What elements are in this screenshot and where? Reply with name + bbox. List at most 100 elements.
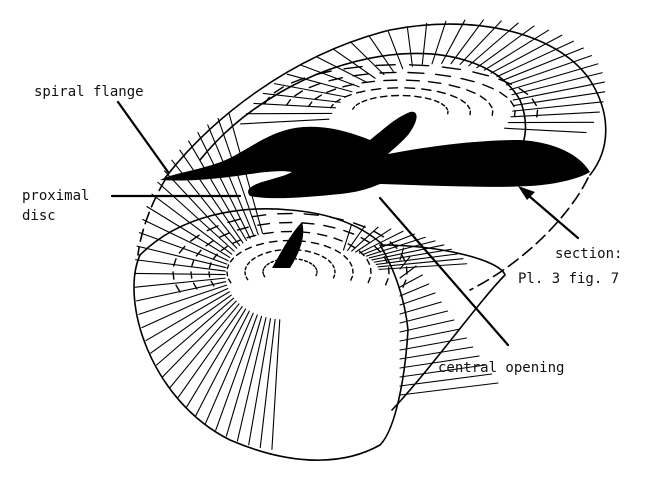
upper-ray bbox=[432, 21, 446, 64]
lower-tick bbox=[173, 272, 174, 279]
lower-tick bbox=[275, 250, 280, 251]
upper-ray bbox=[491, 35, 562, 73]
lower-tick bbox=[229, 279, 231, 283]
upper-tick bbox=[345, 95, 352, 98]
lower-ray bbox=[196, 311, 250, 416]
label-proximal-disc-2: disc bbox=[22, 208, 56, 224]
upper-tick bbox=[435, 101, 439, 103]
lower-ray bbox=[170, 304, 239, 388]
upper-ray bbox=[254, 103, 336, 107]
upper-ray bbox=[241, 119, 329, 124]
upper-tick bbox=[511, 101, 514, 106]
lower-ray bbox=[156, 298, 233, 365]
lower-ray bbox=[187, 309, 246, 407]
upper-tick bbox=[473, 72, 489, 76]
lower-tick bbox=[269, 241, 276, 242]
lower-tick bbox=[220, 233, 229, 237]
lower-tick bbox=[312, 242, 319, 244]
lower-ray bbox=[208, 125, 254, 236]
upper-tick bbox=[370, 98, 376, 99]
label-proximal-disc-1: proximal bbox=[22, 188, 89, 204]
lower-tick bbox=[245, 267, 246, 270]
lower-tick bbox=[368, 278, 370, 283]
lower-ray bbox=[146, 292, 229, 341]
upper-tick bbox=[483, 84, 493, 88]
upper-tick bbox=[449, 85, 459, 88]
upper-tick bbox=[353, 107, 355, 109]
lower-tick bbox=[247, 262, 249, 265]
upper-tick bbox=[429, 82, 441, 84]
upper-radial-lines bbox=[241, 20, 605, 133]
upper-tick bbox=[287, 100, 291, 105]
lower-tick bbox=[271, 261, 273, 262]
lower-tick bbox=[309, 263, 311, 264]
upper-tick bbox=[410, 65, 429, 66]
upper-ray bbox=[477, 26, 534, 68]
lower-ray bbox=[151, 295, 232, 353]
upper-ray bbox=[388, 31, 403, 69]
lower-ray bbox=[158, 182, 234, 251]
upper-tick bbox=[343, 84, 354, 86]
upper-tick bbox=[446, 107, 447, 109]
lower-ray bbox=[237, 318, 266, 441]
lower-tick bbox=[230, 258, 233, 262]
lower-tick bbox=[333, 275, 334, 278]
upper-tick bbox=[264, 97, 269, 103]
lower-tick bbox=[335, 250, 340, 253]
upper-ray bbox=[369, 36, 393, 71]
lower-tick bbox=[209, 272, 210, 277]
lower-tick bbox=[333, 265, 334, 268]
upper-tick bbox=[309, 102, 312, 106]
upper-ray bbox=[506, 56, 591, 85]
upper-tick bbox=[500, 92, 507, 97]
lower-tick bbox=[386, 279, 388, 285]
lower-tick bbox=[302, 223, 314, 224]
lower-tick bbox=[264, 275, 265, 277]
lower-tick bbox=[264, 266, 265, 268]
lower-tick bbox=[245, 247, 251, 250]
upper-tick bbox=[468, 105, 470, 108]
lower-tick bbox=[263, 269, 264, 271]
upper-tick bbox=[380, 96, 386, 97]
upper-tick bbox=[443, 67, 461, 69]
upper-ray bbox=[502, 48, 583, 81]
upper-tick bbox=[309, 84, 320, 88]
lower-tick bbox=[318, 234, 327, 236]
upper-tick bbox=[436, 74, 451, 76]
upper-tick bbox=[422, 89, 431, 90]
lower-tick bbox=[246, 277, 248, 280]
label-central-opening: central opening bbox=[438, 360, 564, 376]
upper-ray bbox=[263, 93, 340, 102]
label-section-1: section: bbox=[555, 246, 622, 262]
upper-tick bbox=[315, 95, 321, 99]
upper-tick bbox=[515, 111, 516, 117]
lower-ray bbox=[136, 260, 226, 271]
upper-tick bbox=[371, 89, 380, 90]
lower-ray bbox=[363, 234, 415, 254]
upper-ray bbox=[497, 41, 573, 76]
lower-tick bbox=[316, 274, 317, 276]
lower-tick bbox=[305, 261, 308, 262]
upper-tick bbox=[461, 78, 474, 81]
lower-tick bbox=[315, 253, 319, 255]
lower-ray bbox=[198, 133, 250, 239]
lower-ray bbox=[359, 231, 403, 253]
upper-tick bbox=[451, 95, 457, 98]
lower-ray bbox=[400, 302, 441, 314]
leader-central-opening bbox=[380, 198, 508, 345]
lower-tick bbox=[192, 261, 194, 267]
lower-tick bbox=[334, 238, 342, 241]
upper-tick bbox=[406, 80, 419, 81]
upper-ray bbox=[407, 27, 412, 67]
lower-tick bbox=[227, 265, 228, 269]
lower-ray bbox=[152, 194, 232, 254]
lower-ray bbox=[164, 171, 236, 248]
lower-ray bbox=[142, 289, 228, 328]
lower-tick bbox=[266, 252, 271, 253]
lower-tick bbox=[316, 268, 317, 270]
upper-tick bbox=[295, 91, 303, 96]
upper-crystal-elements bbox=[264, 65, 537, 117]
upper-tick bbox=[467, 90, 475, 93]
lower-tick bbox=[257, 243, 264, 245]
